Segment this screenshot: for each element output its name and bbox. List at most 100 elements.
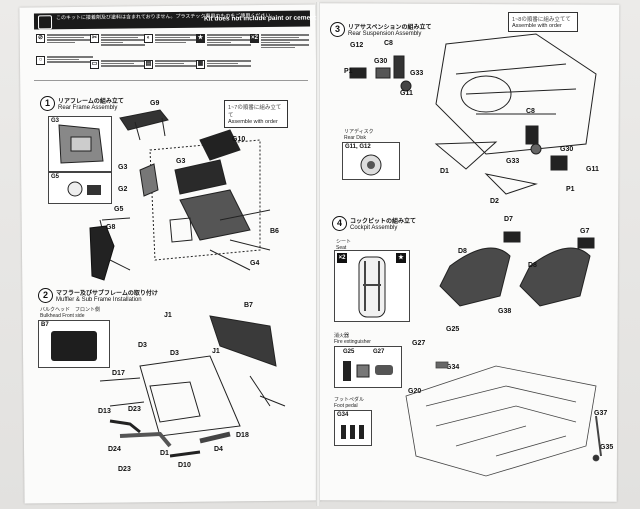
foot-pedal-box: G34 [334, 410, 372, 446]
seat-en: Seat [336, 245, 347, 251]
part-label: G33 [506, 158, 520, 165]
step-title-en: Muffler & Sub Frame Installation [56, 297, 142, 303]
note-jp: 1~8の順番に組み立てて [512, 17, 571, 23]
part-label: G8 [106, 224, 116, 231]
part-label: D2 [490, 198, 499, 205]
foot-pedal-en: Foot pedal [334, 403, 358, 409]
part-label: G27 [373, 349, 385, 355]
detail-box-g3: G3 [48, 116, 112, 172]
step-title-jp: マフラー及びサブフレームの取り付け [56, 291, 158, 297]
bulkhead-label-jp: バルクヘッド フロント側 [40, 307, 101, 313]
assemble-order-note: 1~8の順番に組み立てて Assemble with order [508, 12, 578, 32]
part-label: G10 [232, 136, 246, 143]
extinguisher-en: Fire extinguisher [334, 339, 371, 345]
legend-item: ×2 [250, 34, 309, 48]
times-two-badge: ×2 [337, 253, 347, 263]
part-label: D3 [170, 350, 179, 357]
step-title-en: Rear Suspension Assembly [348, 31, 422, 37]
step-title-jp: リアフレームの組み立て [58, 99, 124, 105]
part-label: G37 [594, 410, 608, 417]
warning-icon [37, 15, 53, 30]
step-number: 1 [40, 96, 55, 111]
legend-item: ★ [196, 34, 251, 46]
part-label: G27 [412, 340, 426, 347]
legend-item: ▭ [90, 60, 145, 69]
legend-item: ▦ [196, 60, 251, 69]
part-label: D13 [98, 408, 111, 415]
legend-item: ✂ [90, 34, 145, 46]
step-4-title: 4 コックピットの組み立て Cockpit Assembly [332, 216, 416, 231]
seat-belt-drawing [358, 256, 386, 318]
part-label: G3 [176, 158, 186, 165]
part-label: G12 [350, 42, 364, 49]
sticker-icon: ▭ [90, 60, 99, 69]
part-label: G30 [560, 146, 574, 153]
rear-disk-en: Rear Disk [344, 135, 366, 141]
star-icon: ★ [196, 34, 205, 43]
g3-detail-drawing [58, 124, 104, 164]
rear-frame-drawing [99, 109, 271, 271]
detail-box-g5: G5 [48, 172, 112, 204]
extinguisher-box: G25 G27 [334, 346, 402, 388]
part-label: D23 [118, 466, 131, 473]
part-label: G11, G12 [345, 144, 371, 150]
part-label: G5 [51, 174, 60, 180]
times-two-icon: ×2 [250, 34, 259, 43]
note-en: Assemble with order [512, 23, 562, 29]
part-label: G11 [400, 90, 413, 97]
part-label: G34 [337, 412, 349, 418]
part-label: C8 [384, 40, 393, 47]
step-title-en: Rear Frame Assembly [58, 105, 118, 111]
part-label: G20 [408, 388, 422, 395]
part-label: G33 [410, 70, 424, 77]
symbol-legend: ⊘ ○ ✂ ▭ ◐ ▤ ★ ▦ ×2 [34, 30, 309, 81]
legend-item: ▤ [144, 60, 199, 69]
seat-jp: シート [336, 239, 352, 245]
part-label: D23 [128, 406, 141, 413]
extinguisher-jp: 消火器 [334, 333, 350, 339]
g5-detail-drawing [67, 181, 101, 197]
part-label: G5 [114, 206, 124, 213]
part-label: J1 [212, 348, 220, 355]
bulkhead-label-en: Bulkhead Front side [40, 313, 85, 319]
part-label: G4 [250, 260, 260, 267]
legend-item: ○ [36, 56, 93, 65]
seat-box: ×2 ★ [334, 250, 410, 322]
rear-suspension-drawing [349, 33, 597, 195]
bulkhead-drawing [51, 331, 97, 361]
mask-icon: ▤ [144, 60, 153, 69]
part-label: D8 [528, 262, 537, 269]
part-label: G3 [118, 164, 128, 171]
cockpit-floor-drawing [405, 361, 602, 477]
part-label: D1 [160, 450, 169, 457]
part-label: B7 [244, 302, 253, 309]
step-title-jp: コックピットの組み立て [350, 219, 417, 225]
rear-disk-box: G11, G12 [342, 142, 400, 180]
legend-item: ◐ [144, 34, 199, 43]
part-label: D17 [112, 370, 125, 377]
part-label: G38 [498, 308, 512, 315]
step-number: 2 [38, 288, 53, 303]
part-label: G25 [343, 349, 355, 355]
part-label: G35 [600, 444, 614, 451]
part-label: P1 [344, 68, 353, 75]
part-label: D10 [178, 462, 191, 469]
part-label: G3 [51, 118, 60, 124]
page-fold [316, 2, 320, 506]
extinguisher-drawing [343, 361, 393, 381]
header-en: Kit does not include paint or cement [203, 14, 317, 23]
step-3-title: 3 リアサスペンションの組み立て Rear Suspension Assembl… [330, 22, 431, 37]
part-label: D1 [440, 168, 449, 175]
cut-icon: ✂ [90, 34, 99, 43]
part-label: G25 [446, 326, 460, 333]
step-title-en: Cockpit Assembly [350, 225, 398, 231]
part-label: G34 [446, 364, 460, 371]
seats-drawing [439, 231, 595, 307]
muffler-subframe-drawing [99, 315, 286, 458]
assemble-order-note: 1~7の順番に組み立てて Assemble with order [224, 100, 288, 128]
step-number: 4 [332, 216, 347, 231]
part-label: B6 [270, 228, 279, 235]
part-label: D7 [504, 216, 513, 223]
cement-icon: ⊘ [36, 34, 45, 43]
step-title-jp: リアサスペンションの組み立て [348, 25, 432, 31]
